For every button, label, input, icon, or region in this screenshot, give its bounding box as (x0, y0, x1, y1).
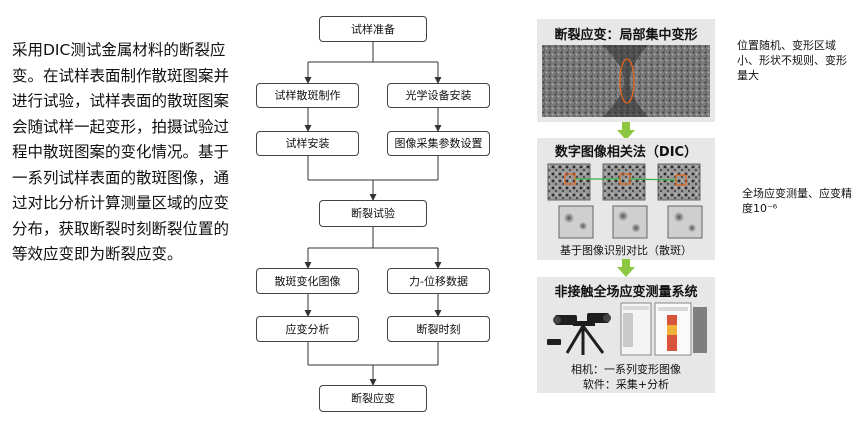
flow-step-mount: 试样安装 (256, 131, 359, 156)
panel2-title: 数字图像相关法（DIC） (554, 145, 698, 160)
camera-software-image (547, 302, 707, 356)
down-arrow-icon (617, 122, 635, 140)
down-arrow-icon (617, 259, 635, 277)
panel3-caption-camera: 相机：一系列变形图像 (571, 363, 681, 376)
flow-step-test: 断裂试验 (319, 200, 427, 227)
flow-step-force: 力-位移数据 (387, 268, 490, 294)
flow-step-params: 图像采集参数设置 (387, 131, 490, 156)
dic-comparison-images (547, 163, 703, 239)
panel-measurement-system: 非接触全场应变测量系统 相机：一系列变形图像 软件：采集+分析 (537, 277, 715, 393)
panel-dic: 数字图像相关法（DIC） 基于图像识别对 (537, 138, 715, 260)
panel1-note: 位置随机、变形区域小、形状不规则、变形量大 (737, 39, 847, 82)
flow-step-prep: 试样准备 (319, 16, 427, 42)
panel2-note: 全场应变测量、应变精度10⁻⁶ (742, 187, 852, 215)
panel3-title: 非接触全场应变测量系统 (554, 285, 698, 300)
panel3-caption-software: 软件：采集+分析 (582, 378, 670, 391)
panel2-caption: 基于图像识别对比（散斑） (560, 244, 692, 257)
panel-fracture-strain: 断裂应变：局部集中变形 (537, 19, 715, 122)
flow-step-optics: 光学设备安装 (387, 83, 490, 108)
flow-step-fracture-time: 断裂时刻 (387, 316, 490, 342)
flow-step-strain: 应变分析 (256, 316, 359, 342)
speckle-specimen-image (542, 45, 710, 117)
panel1-title: 断裂应变：局部集中变形 (554, 28, 698, 43)
flow-step-fracture-strain: 断裂应变 (319, 385, 427, 412)
flow-step-speckle: 试样散斑制作 (256, 83, 359, 108)
flow-step-images: 散斑变化图像 (256, 268, 359, 294)
intro-paragraph: 采用DIC测试金属材料的断裂应变。在试样表面制作散斑图案并进行试验，试样表面的散… (12, 41, 230, 263)
